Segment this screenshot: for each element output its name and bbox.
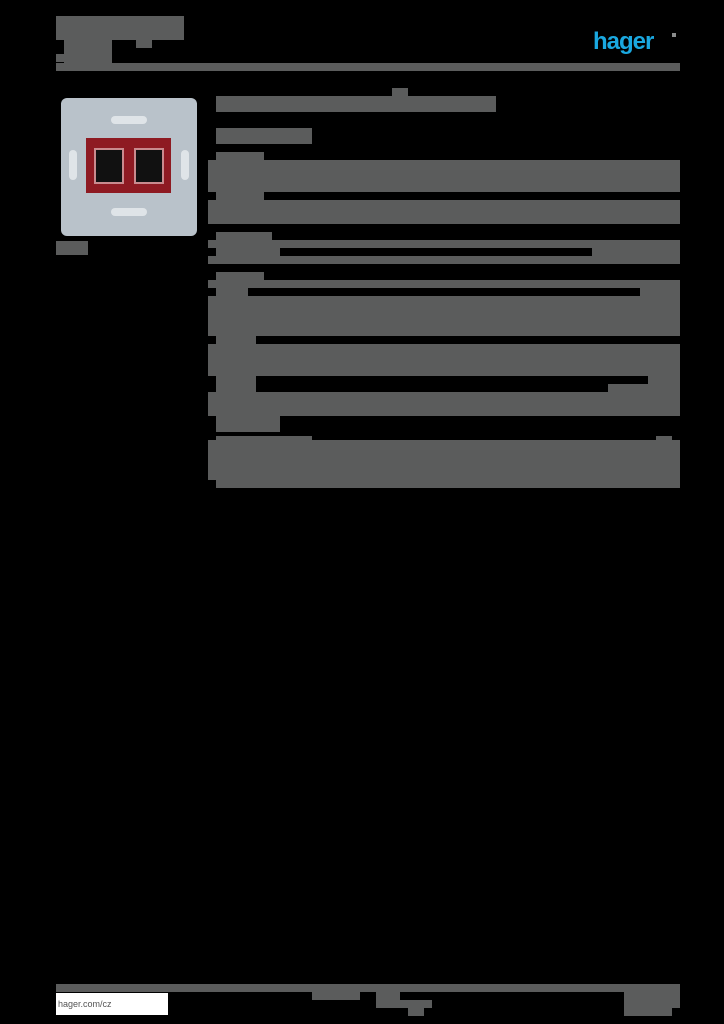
footer-page-number <box>624 992 680 1008</box>
section-4-row-b-value <box>608 384 680 392</box>
data-port-left <box>94 148 124 184</box>
doc-title-mark <box>392 88 408 96</box>
section-5-body <box>208 440 680 480</box>
section-1-body-left <box>216 192 264 200</box>
section-4-heading <box>216 336 256 344</box>
hager-logo: hager <box>593 28 654 55</box>
section-4-value <box>648 376 680 384</box>
footer-center-text <box>312 992 360 1000</box>
section-2-row-b <box>208 256 680 264</box>
section-3-value <box>640 288 680 296</box>
footer-center-text-2 <box>376 992 400 1000</box>
doc-title <box>216 96 496 112</box>
footer-center-text-4 <box>408 1008 424 1016</box>
logo-registered-icon <box>672 33 676 37</box>
footer-center-text-3 <box>376 1000 432 1008</box>
image-caption <box>56 241 88 255</box>
section-3-row-a <box>208 280 680 288</box>
section-4-label <box>216 376 256 384</box>
section-4-tail <box>216 416 280 432</box>
section-3-heading <box>216 272 264 280</box>
section-2-value <box>592 248 680 256</box>
mount-slot-bottom <box>111 208 147 216</box>
section-2-heading <box>216 232 272 240</box>
section-4-body <box>208 344 680 376</box>
section-5-header-rule <box>216 436 312 440</box>
doc-subtitle <box>216 128 312 144</box>
section-3-label <box>216 288 248 296</box>
section-5-body-tail <box>216 480 680 488</box>
section-1-heading <box>216 152 264 160</box>
header-title <box>56 16 184 40</box>
header-tick <box>56 54 64 62</box>
section-4-body-2 <box>208 392 680 416</box>
module-holder <box>86 138 171 193</box>
footer-divider <box>56 984 680 992</box>
product-image <box>61 98 197 236</box>
section-1-body <box>208 160 680 192</box>
header-subtitle <box>64 40 112 63</box>
footer-page-number-2 <box>624 1008 672 1016</box>
header-divider <box>56 63 680 71</box>
mount-slot-right <box>181 150 189 180</box>
section-2-label <box>216 248 280 256</box>
section-4-row-b <box>216 384 256 392</box>
mount-slot-left <box>69 150 77 180</box>
mount-slot-top <box>111 116 147 124</box>
section-5-header-rule-right <box>656 436 672 440</box>
footer-website-link[interactable]: hager.com/cz <box>56 993 168 1015</box>
data-port-right <box>134 148 164 184</box>
section-3-body <box>208 296 680 336</box>
section-2-row-a <box>208 240 680 248</box>
section-1-body-2 <box>208 200 680 224</box>
header-subtitle-mark <box>136 40 152 48</box>
